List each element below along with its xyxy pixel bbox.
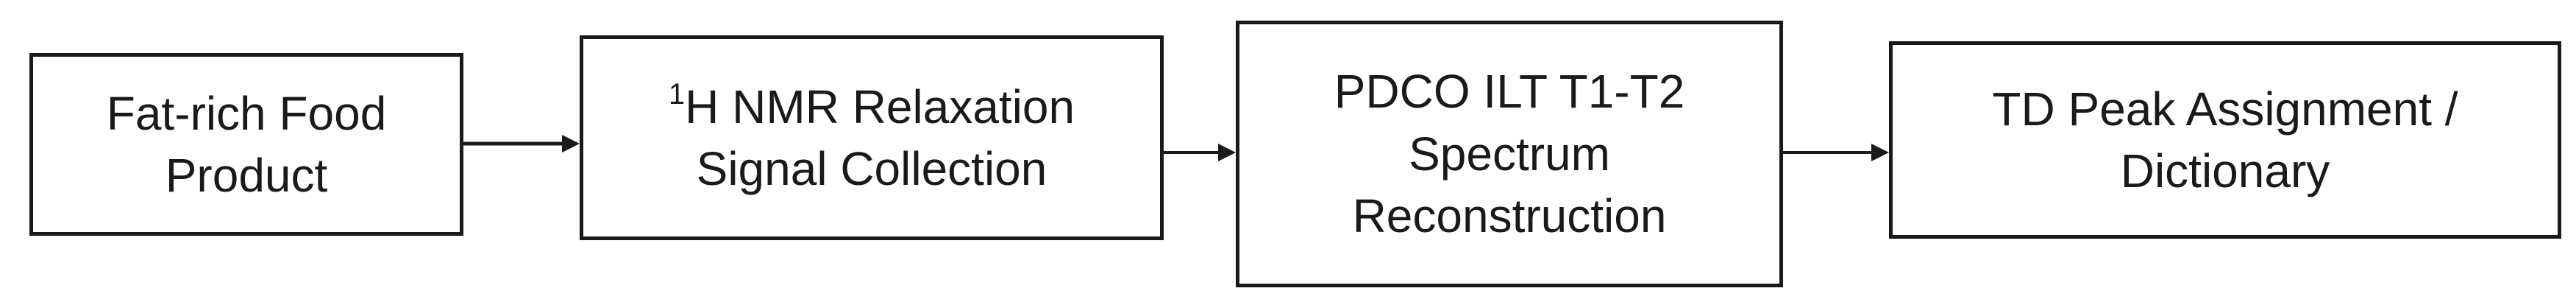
box-label-line: Product xyxy=(165,149,328,202)
box-label-line: Spectrum xyxy=(1409,127,1610,180)
box-td-peak-assignment: TD Peak Assignment / Dictionary xyxy=(1889,41,2561,239)
arrow-food-to-nmr xyxy=(463,135,580,152)
superscript-label: 1 xyxy=(668,77,686,111)
arrow-nmr-to-pdco xyxy=(1164,144,1236,161)
box-label-line: Dictionary xyxy=(2120,144,2330,197)
box-label-text: H NMR Relaxation xyxy=(685,80,1075,133)
arrowhead-icon xyxy=(562,135,580,152)
arrow-pdco-to-td xyxy=(1783,144,1889,161)
box-label-line: 1H NMR Relaxation xyxy=(669,76,1075,138)
box-fat-rich-food-product: Fat-rich Food Product xyxy=(29,53,463,236)
box-label-line: Reconstruction xyxy=(1352,189,1667,243)
box-pdco-ilt-reconstruction: PDCO ILT T1-T2 Spectrum Reconstruction xyxy=(1236,21,1783,287)
arrowhead-icon xyxy=(1218,144,1236,161)
box-label-line: Fat-rich Food xyxy=(106,86,387,140)
arrowhead-icon xyxy=(1871,144,1889,161)
box-label-line: Signal Collection xyxy=(696,142,1047,195)
box-label-line: TD Peak Assignment / xyxy=(1992,82,2458,136)
box-nmr-signal-collection: 1H NMR Relaxation Signal Collection xyxy=(580,35,1164,240)
box-label-line: PDCO ILT T1-T2 xyxy=(1334,65,1685,119)
